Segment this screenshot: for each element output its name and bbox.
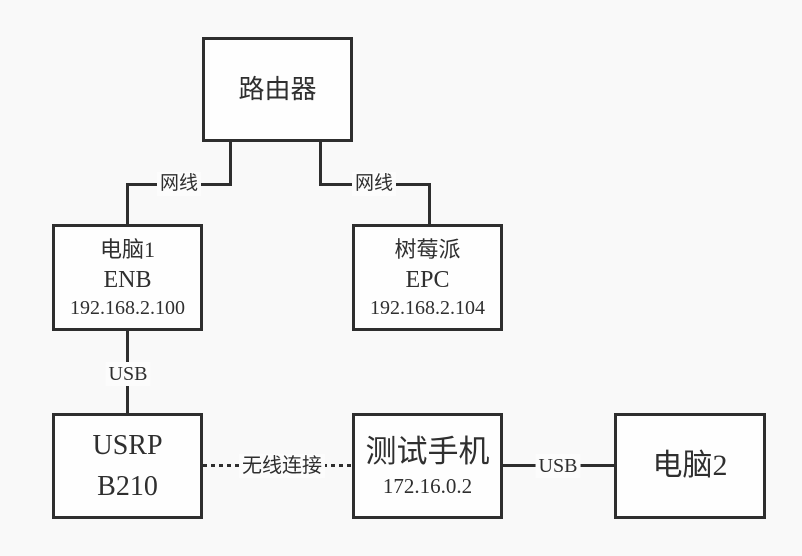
node-usrp-line2: B210 xyxy=(97,471,158,502)
node-pc2-title: 电脑2 xyxy=(652,449,728,482)
edge-router-pc1-down xyxy=(126,183,129,224)
edge-label-usb-left: USB xyxy=(105,362,151,386)
node-raspberry-pi-title: 树莓派 xyxy=(394,237,461,262)
node-raspberry-pi-subtitle: EPC xyxy=(405,267,450,293)
edge-router-pc1-drop xyxy=(229,142,232,186)
node-test-phone-ip: 172.16.0.2 xyxy=(382,474,473,498)
node-pc1-subtitle: ENB xyxy=(103,267,152,293)
node-raspberry-pi: 树莓派 EPC 192.168.2.104 xyxy=(352,224,503,331)
edge-router-rpi-down xyxy=(428,183,431,224)
edge-label-wireless: 无线连接 xyxy=(239,454,325,478)
node-test-phone: 测试手机 172.16.0.2 xyxy=(352,413,503,519)
node-usrp-b210: USRP B210 xyxy=(52,413,203,519)
node-router-title: 路由器 xyxy=(238,74,317,104)
edge-label-ethernet-left: 网线 xyxy=(156,172,202,196)
node-router: 路由器 xyxy=(202,37,353,142)
edge-label-ethernet-right: 网线 xyxy=(351,172,397,196)
node-pc1-title: 电脑1 xyxy=(99,237,155,262)
node-pc1: 电脑1 ENB 192.168.2.100 xyxy=(52,224,203,331)
node-raspberry-pi-ip: 192.168.2.104 xyxy=(370,297,485,319)
node-usrp-line1: USRP xyxy=(92,430,163,461)
edge-label-usb-right: USB xyxy=(535,454,581,478)
node-test-phone-title: 测试手机 xyxy=(365,434,490,469)
edge-router-rpi-drop xyxy=(319,142,322,186)
node-pc2: 电脑2 xyxy=(614,413,766,519)
node-pc1-ip: 192.168.2.100 xyxy=(70,297,185,319)
